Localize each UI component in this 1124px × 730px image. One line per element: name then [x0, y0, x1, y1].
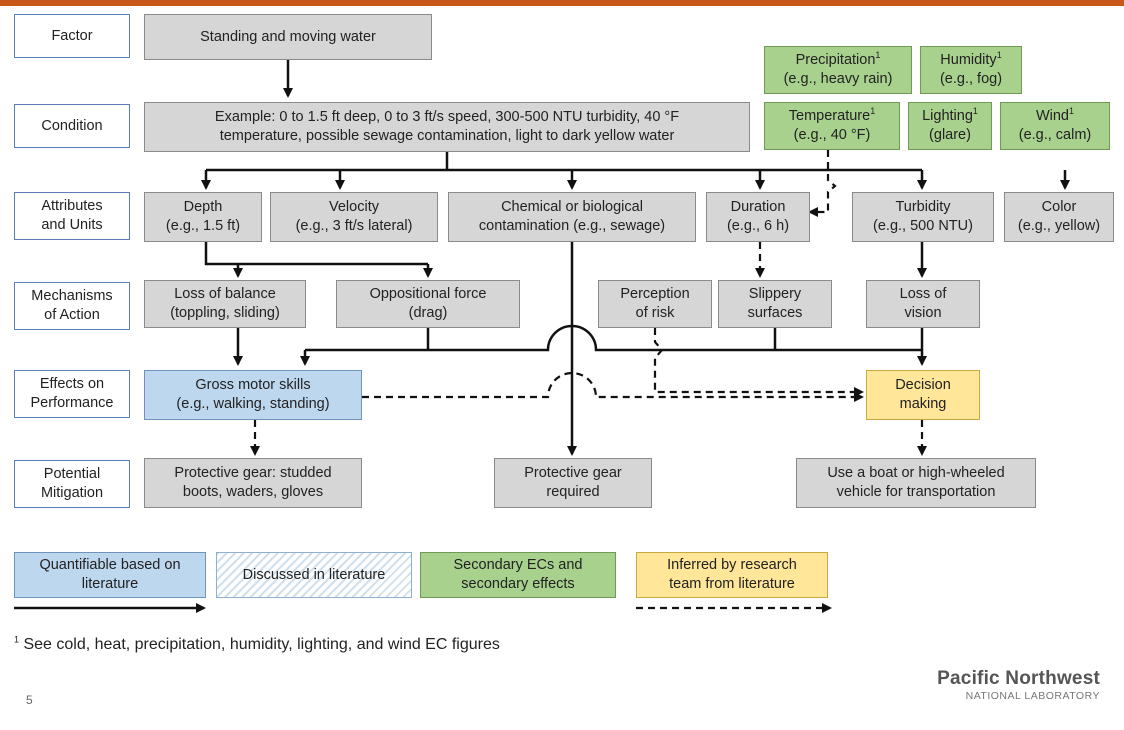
row-label-mitigation: Potential Mitigation — [14, 460, 130, 508]
attribute-contamination: Chemical or biological contamination (e.… — [448, 192, 696, 242]
mechanism-oppositional-force: Oppositional force (drag) — [336, 280, 520, 328]
footnote-marker: 1 — [1069, 106, 1075, 117]
legend-quantifiable: Quantifiable based on literature — [14, 552, 206, 598]
factor-box: Standing and moving water — [144, 14, 432, 60]
secondary-wind: Wind1(e.g., calm) — [1000, 102, 1110, 150]
row-label-effects: Effects on Performance — [14, 370, 130, 418]
mechanism-perception-of-risk: Perception of risk — [598, 280, 712, 328]
footnote-marker: 1 — [14, 634, 20, 645]
attribute-duration: Duration (e.g., 6 h) — [706, 192, 810, 242]
mitigation-transport: Use a boat or high-wheeled vehicle for t… — [796, 458, 1036, 508]
attribute-color: Color (e.g., yellow) — [1004, 192, 1114, 242]
row-label-condition: Condition — [14, 104, 130, 148]
logo-sub-text: NATIONAL LABORATORY — [965, 690, 1100, 702]
row-label-factor: Factor — [14, 14, 130, 58]
pnnl-logo: Pacific Northwest NATIONAL LABORATORY — [880, 668, 1100, 702]
effect-gross-motor-skills: Gross motor skills (e.g., walking, stand… — [144, 370, 362, 420]
secondary-precipitation: Precipitation1(e.g., heavy rain) — [764, 46, 912, 94]
secondary-humidity: Humidity1(e.g., fog) — [920, 46, 1022, 94]
legend-secondary: Secondary ECs and secondary effects — [420, 552, 616, 598]
footnote-marker: 1 — [870, 106, 876, 117]
attribute-velocity: Velocity (e.g., 3 ft/s lateral) — [270, 192, 438, 242]
mechanism-loss-of-vision: Loss of vision — [866, 280, 980, 328]
title-bar-accent — [0, 0, 1124, 6]
mechanism-loss-of-balance: Loss of balance (toppling, sliding) — [144, 280, 306, 328]
mechanism-slippery-surfaces: Slippery surfaces — [718, 280, 832, 328]
secondary-temperature: Temperature1(e.g., 40 °F) — [764, 102, 900, 150]
row-label-attributes: Attributes and Units — [14, 192, 130, 240]
row-label-mechanisms: Mechanisms of Action — [14, 282, 130, 330]
legend-inferred: Inferred by research team from literatur… — [636, 552, 828, 598]
footnote-marker: 1 — [875, 50, 881, 61]
page-number: 5 — [26, 693, 33, 707]
footnote: 1 See cold, heat, precipitation, humidit… — [14, 634, 500, 653]
footnote-marker: 1 — [996, 50, 1002, 61]
condition-box: Example: 0 to 1.5 ft deep, 0 to 3 ft/s s… — [144, 102, 750, 152]
mitigation-studded-gear: Protective gear: studded boots, waders, … — [144, 458, 362, 508]
legend-discussed: Discussed in literature — [216, 552, 412, 598]
mitigation-gear-required: Protective gear required — [494, 458, 652, 508]
effect-decision-making: Decision making — [866, 370, 980, 420]
logo-main-text: Pacific Northwest — [937, 668, 1100, 689]
attribute-depth: Depth (e.g., 1.5 ft) — [144, 192, 262, 242]
attribute-turbidity: Turbidity (e.g., 500 NTU) — [852, 192, 994, 242]
secondary-lighting: Lighting1(glare) — [908, 102, 992, 150]
footnote-marker: 1 — [972, 106, 978, 117]
